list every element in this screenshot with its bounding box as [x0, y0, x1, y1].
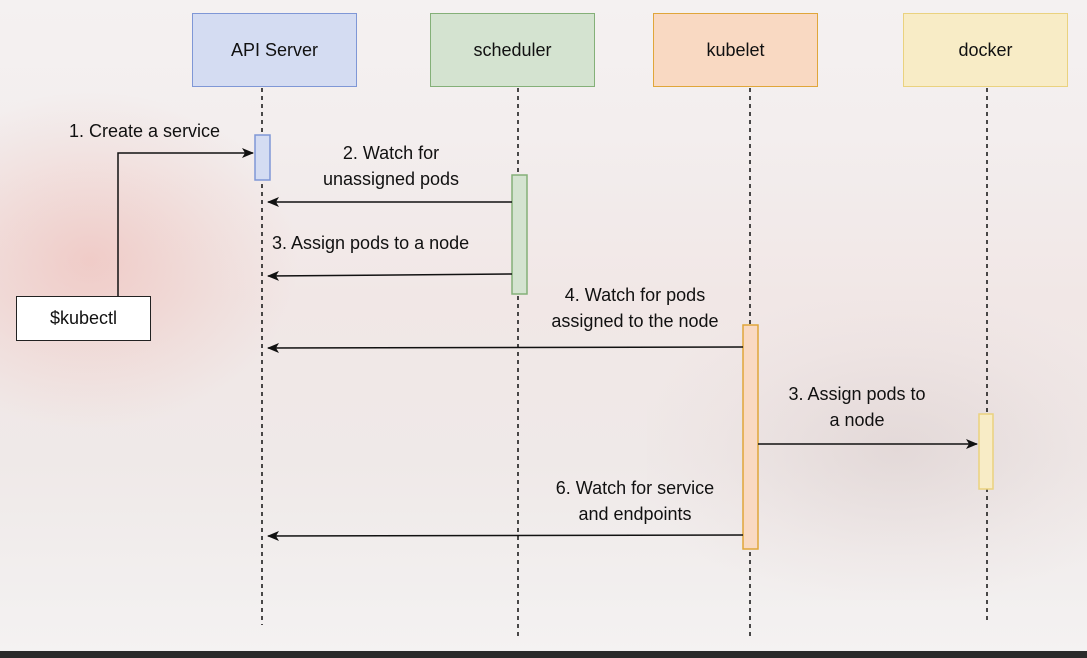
bottom-taskbar-strip — [0, 651, 1087, 658]
message-label-assign-docker: 3. Assign pods to a node — [772, 381, 942, 433]
arrow-watch-assigned — [267, 342, 744, 353]
activation-kubelet — [742, 324, 759, 550]
message-text: unassigned pods — [322, 169, 460, 189]
actor-kubectl: $kubectl — [16, 296, 151, 341]
message-text: 2. Watch for — [342, 143, 440, 163]
participant-label: scheduler — [473, 39, 552, 60]
participant-api-server: API Server — [192, 13, 357, 87]
arrow-assign-pods — [267, 270, 513, 281]
actor-label: $kubectl — [49, 308, 118, 328]
participant-scheduler: scheduler — [430, 13, 595, 87]
message-label-watch-assigned: 4. Watch for pods assigned to the node — [535, 282, 735, 334]
arrow-create-service — [117, 148, 254, 296]
message-text: 4. Watch for pods — [564, 285, 706, 305]
message-label-create-service: 1. Create a service — [69, 118, 220, 144]
message-label-watch-service: 6. Watch for service and endpoints — [538, 475, 732, 527]
participant-label: docker — [958, 39, 1013, 60]
participant-kubelet: kubelet — [653, 13, 818, 87]
message-text: and endpoints — [578, 504, 692, 524]
message-text: a node — [829, 410, 885, 430]
activation-api-server — [254, 134, 271, 181]
participant-label: kubelet — [706, 39, 765, 60]
message-label-assign-pods: 3. Assign pods to a node — [272, 230, 469, 256]
background-blur — [647, 300, 1087, 600]
message-text: 1. Create a service — [69, 121, 221, 141]
participant-docker: docker — [903, 13, 1068, 87]
participant-label: API Server — [230, 39, 319, 60]
activation-docker — [978, 413, 994, 490]
message-label-watch-unassigned: 2. Watch for unassigned pods — [310, 140, 472, 192]
message-text: 3. Assign pods to a node — [272, 233, 470, 253]
message-text: 3. Assign pods to — [788, 384, 926, 404]
activation-scheduler — [511, 174, 528, 295]
message-text: assigned to the node — [551, 311, 719, 331]
arrow-watch-service — [267, 530, 744, 541]
message-text: 6. Watch for service — [555, 478, 715, 498]
background-blur — [0, 90, 300, 430]
